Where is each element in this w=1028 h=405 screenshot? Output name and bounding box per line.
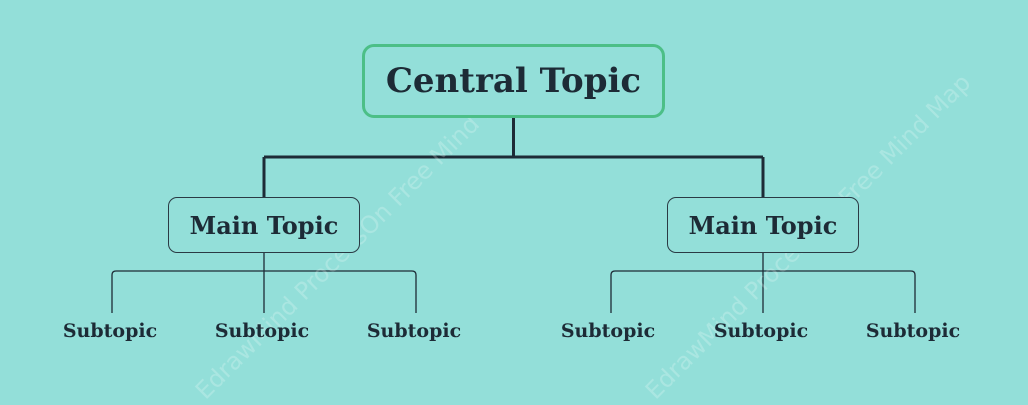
subtopic-node[interactable]: Subtopic (45, 316, 175, 346)
subtopic-label: Subtopic (865, 320, 961, 342)
main-topic-label: Main Topic (189, 210, 339, 240)
subtopic-node[interactable]: Subtopic (696, 316, 826, 346)
subtopic-node[interactable]: Subtopic (349, 316, 479, 346)
connector-right-main-to-subtopics (610, 253, 916, 313)
main-topic-node-right[interactable]: Main Topic (667, 197, 859, 253)
connector-left-main-to-subtopics (111, 253, 417, 313)
subtopic-node[interactable]: Subtopic (848, 316, 978, 346)
subtopic-label: Subtopic (62, 320, 158, 342)
subtopic-label: Subtopic (214, 320, 310, 342)
central-topic-node[interactable]: Central Topic (362, 44, 665, 118)
subtopic-label: Subtopic (560, 320, 656, 342)
central-topic-label: Central Topic (385, 61, 642, 101)
subtopic-node[interactable]: Subtopic (197, 316, 327, 346)
subtopic-node[interactable]: Subtopic (543, 316, 673, 346)
subtopic-label: Subtopic (713, 320, 809, 342)
main-topic-label: Main Topic (688, 210, 838, 240)
connector-central-to-main (262, 118, 765, 197)
subtopic-label: Subtopic (366, 320, 462, 342)
main-topic-node-left[interactable]: Main Topic (168, 197, 360, 253)
